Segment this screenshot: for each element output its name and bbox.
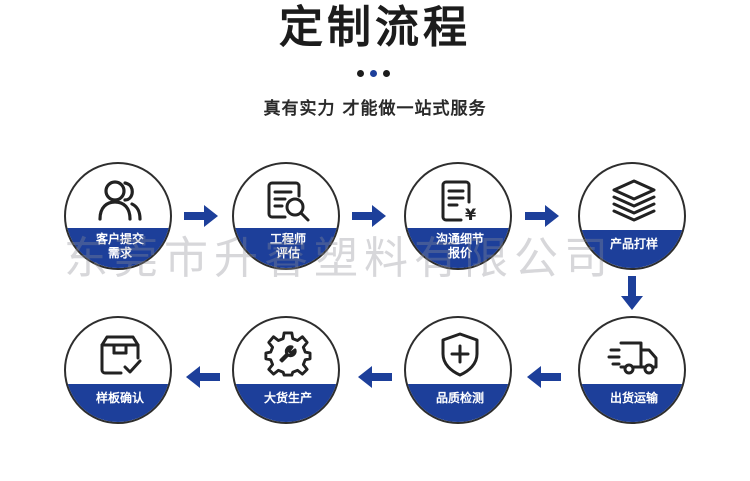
- step-shipping: 出货运输: [578, 316, 686, 424]
- step-quality-inspection: 品质检测: [404, 316, 512, 424]
- arrow-left-icon: [527, 366, 561, 388]
- arrow-left-icon: [358, 366, 392, 388]
- step-label-line: 品质检测: [435, 391, 484, 405]
- page-subtitle: 真有实力 才能做一站式服务: [263, 99, 487, 119]
- price-list-icon: ¥: [441, 180, 476, 224]
- step-label: 客户提交 需求: [66, 228, 170, 268]
- step-sample-confirmation: 样板确认: [64, 316, 172, 424]
- step-label-line: 出货运输: [609, 391, 658, 405]
- users-icon: [98, 180, 142, 221]
- step-label-line: 样板确认: [95, 391, 144, 405]
- step-label: 沟通细节 报价: [406, 228, 510, 268]
- shield-plus-icon: [441, 332, 479, 377]
- step-engineer-evaluate: 工程师 评估: [232, 162, 340, 270]
- step-mass-production: 大货生产: [232, 316, 340, 424]
- page-title: 定制流程: [279, 2, 471, 53]
- step-label-line: 沟通细节: [435, 232, 484, 246]
- box-check-icon: [100, 335, 142, 375]
- arrow-down-icon: [621, 276, 643, 310]
- arrow-right-icon: [525, 205, 559, 227]
- step-label-line: 客户提交: [95, 232, 144, 246]
- step-label: 产品打样: [580, 230, 684, 268]
- layers-icon: [612, 179, 656, 222]
- step-label-line: 产品打样: [609, 237, 658, 251]
- step-negotiate-quote: ¥ 沟通细节 报价: [404, 162, 512, 270]
- dot-accent: [370, 70, 377, 77]
- step-submit-request: 客户提交 需求: [64, 162, 172, 270]
- step-label-line: 评估: [275, 246, 300, 260]
- delivery-truck-icon: [607, 341, 658, 375]
- step-label: 出货运输: [580, 384, 684, 422]
- step-label: 大货生产: [234, 384, 338, 422]
- step-label: 品质检测: [406, 384, 510, 422]
- svg-text:¥: ¥: [465, 205, 476, 224]
- arrow-right-icon: [184, 205, 218, 227]
- gear-wrench-icon: [264, 331, 312, 377]
- arrow-right-icon: [352, 205, 386, 227]
- step-label-line: 需求: [107, 246, 132, 260]
- document-search-icon: [267, 181, 310, 222]
- step-sample-production: 产品打样: [578, 162, 686, 270]
- arrow-left-icon: [186, 366, 220, 388]
- dot: [357, 70, 364, 77]
- step-label-line: 大货生产: [263, 391, 312, 405]
- step-label: 样板确认: [66, 384, 170, 422]
- step-label-line: 报价: [447, 246, 472, 260]
- step-label: 工程师 评估: [234, 228, 338, 268]
- dot: [383, 70, 390, 77]
- step-label-line: 工程师: [269, 232, 306, 246]
- title-dots: [357, 70, 393, 78]
